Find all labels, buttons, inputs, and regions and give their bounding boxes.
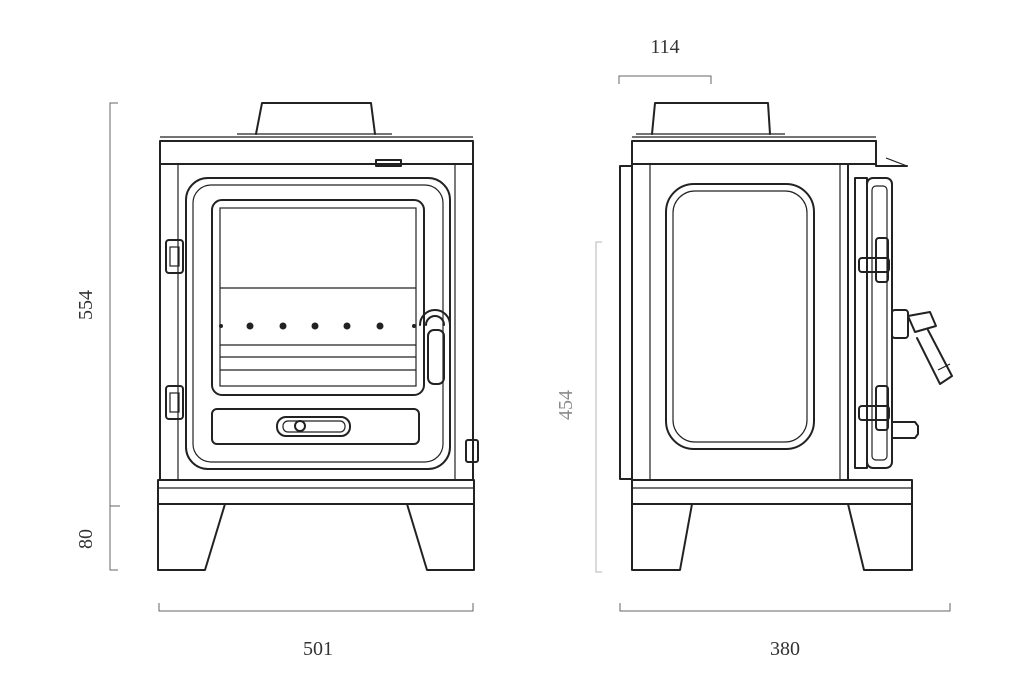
front-hinges: [165, 239, 184, 420]
front-top-plate: [159, 140, 474, 165]
side-depth-label: 380: [770, 638, 800, 660]
front-left-leg: [157, 503, 226, 571]
front-air-slider: [276, 416, 351, 437]
front-view: [157, 102, 479, 571]
side-view: [619, 102, 953, 571]
front-grate-holes: [219, 322, 416, 330]
side-rear-panel: [854, 177, 868, 469]
front-right-leg: [406, 503, 475, 571]
front-width-dimension-line: [158, 603, 474, 612]
side-body: [631, 163, 849, 481]
front-door-handle: [419, 309, 451, 385]
side-hinges: [858, 237, 890, 431]
leg-height-label: 80: [75, 529, 97, 549]
front-door: [185, 177, 451, 470]
side-plinth: [631, 479, 913, 505]
front-glass: [211, 199, 425, 396]
total-height-label: 554: [75, 290, 97, 320]
front-plinth: [157, 479, 475, 505]
flue-offset-label: 114: [650, 36, 679, 58]
side-left-leg: [631, 503, 693, 571]
side-right-leg: [847, 503, 913, 571]
height-dimension-line: [109, 102, 120, 571]
front-flue-collar: [255, 102, 376, 135]
front-ashpan: [211, 408, 420, 445]
side-door-handle: [891, 309, 953, 385]
flue-offset-dimension-line: [618, 75, 712, 84]
front-width-label: 501: [303, 638, 333, 660]
side-glass: [665, 183, 815, 450]
flue-height-dimension-line: [595, 241, 602, 573]
flue-height-label: 454: [555, 390, 577, 420]
side-door-edge: [619, 165, 633, 480]
side-flue-collar: [651, 102, 771, 135]
side-top-plate: [631, 140, 877, 165]
side-depth-dimension-line: [619, 603, 951, 612]
